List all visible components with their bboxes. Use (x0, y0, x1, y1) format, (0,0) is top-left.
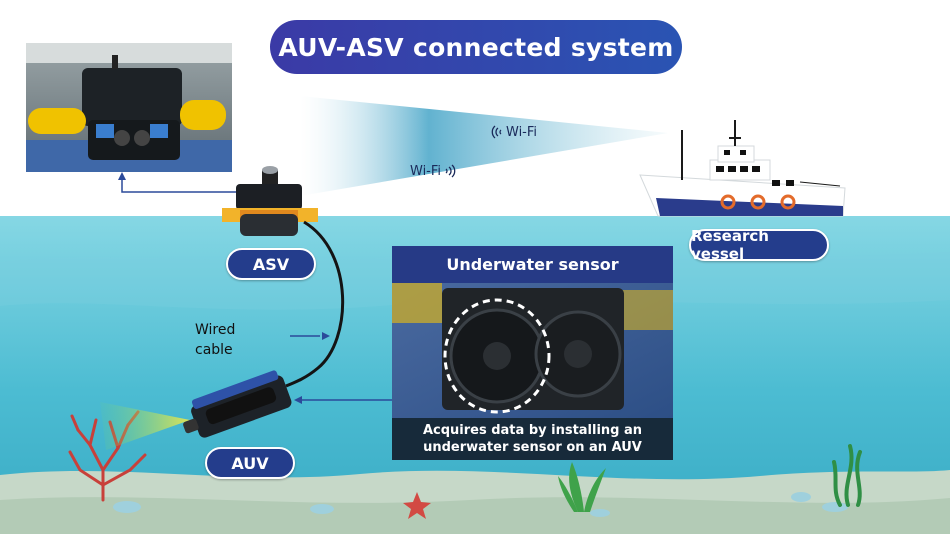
underwater-sensor-panel: Underwater sensor Acquires data by insta… (392, 246, 673, 460)
asv-vehicle (222, 166, 318, 236)
research-vessel-label: Research vessel (689, 227, 829, 263)
asv-photo-connector (121, 178, 238, 193)
auv-vehicle (183, 370, 292, 438)
sensor-highlight-ring (443, 298, 551, 414)
wifi-icon (445, 164, 456, 178)
vehicle-photo (26, 43, 232, 172)
pebble (310, 504, 334, 514)
sensor-photo (392, 283, 673, 418)
wifi-beam (300, 96, 668, 196)
arrow-head (294, 396, 302, 404)
wifi-label-top: Wi-Fi (486, 124, 537, 140)
sensor-caption-line2: underwater sensor on an AUV (423, 440, 642, 455)
wifi-text-top: Wi-Fi (506, 124, 538, 140)
wifi-text-bottom: Wi-Fi (410, 163, 442, 179)
seabed-shade (0, 497, 950, 534)
wifi-label-bottom: Wi-Fi (410, 163, 461, 179)
sensor-panel-header: Underwater sensor (392, 246, 673, 283)
wifi-icon (491, 125, 502, 139)
arrow-head (322, 332, 330, 340)
auv-label: AUV (205, 447, 295, 479)
seaweed-icon (832, 444, 862, 507)
page-title: AUV-ASV connected system (270, 20, 682, 74)
pebble (822, 502, 848, 512)
arrow-head (118, 172, 126, 180)
sensor-panel-caption: Acquires data by installing an underwate… (392, 418, 673, 460)
auv-light-beam (100, 402, 190, 450)
asv-label: ASV (226, 248, 316, 280)
wired-cable (285, 220, 345, 388)
wired-cable-label: Wired cable (195, 320, 235, 360)
pebble (791, 492, 811, 502)
pebble (590, 509, 610, 517)
sensor-caption-line1: Acquires data by installing an (422, 423, 643, 438)
wired-cable-label-line1: Wired (195, 322, 236, 338)
starfish-icon (403, 492, 431, 519)
seaweed-icon (558, 462, 606, 512)
pebble (113, 501, 141, 513)
wired-cable-label-line2: cable (195, 342, 233, 358)
research-vessel (639, 120, 846, 217)
